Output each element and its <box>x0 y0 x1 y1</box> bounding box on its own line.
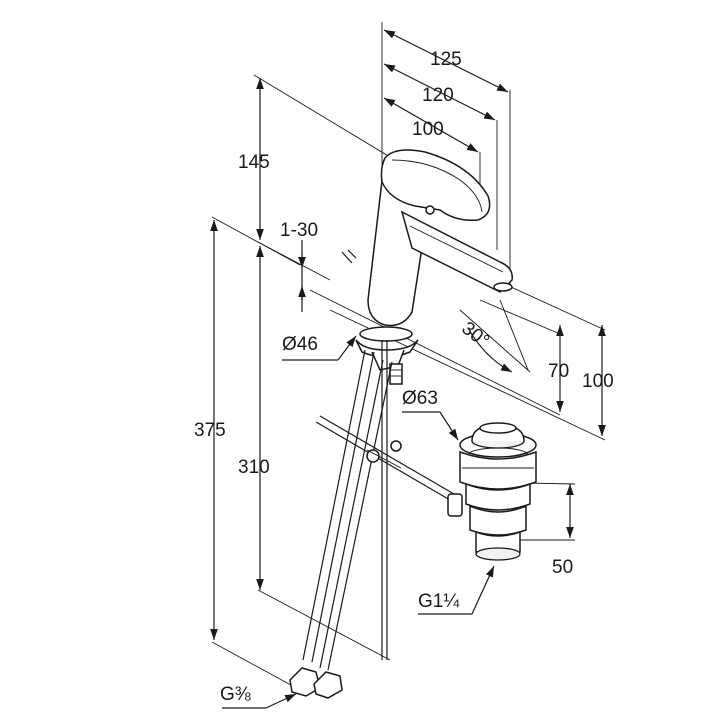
dim-label-d63: Ø63 <box>402 388 438 409</box>
angle-label-30: 30° <box>457 318 493 352</box>
dim-label-g114: G1¼ <box>418 591 460 612</box>
dim-label-310: 310 <box>238 457 270 478</box>
dim-label-100-right: 100 <box>582 371 614 392</box>
dim-line-100-top <box>383 97 479 153</box>
drain-valve <box>447 422 537 561</box>
faucet-body <box>341 149 513 327</box>
dim-label-50: 50 <box>552 557 573 578</box>
dim-label-120: 120 <box>422 85 454 106</box>
dim-label-145: 145 <box>238 152 270 173</box>
dim-label-d46: Ø46 <box>282 334 318 355</box>
dim-label-100-top: 100 <box>412 119 444 140</box>
dim-label-70: 70 <box>548 361 569 382</box>
supply-hoses <box>289 349 393 699</box>
dim-label-g38: G⅜ <box>220 684 251 705</box>
dimension-left-group <box>210 74 396 691</box>
popup-rod-linkage <box>315 340 455 660</box>
dim-label-125: 125 <box>430 49 462 70</box>
dim-label-375: 375 <box>194 420 226 441</box>
lever-handle <box>380 149 491 222</box>
dimension-top-group <box>381 22 511 290</box>
dim-label-1-30: 1-30 <box>280 220 318 241</box>
faucet-mounting <box>355 326 419 385</box>
angle-30-group <box>459 299 531 373</box>
